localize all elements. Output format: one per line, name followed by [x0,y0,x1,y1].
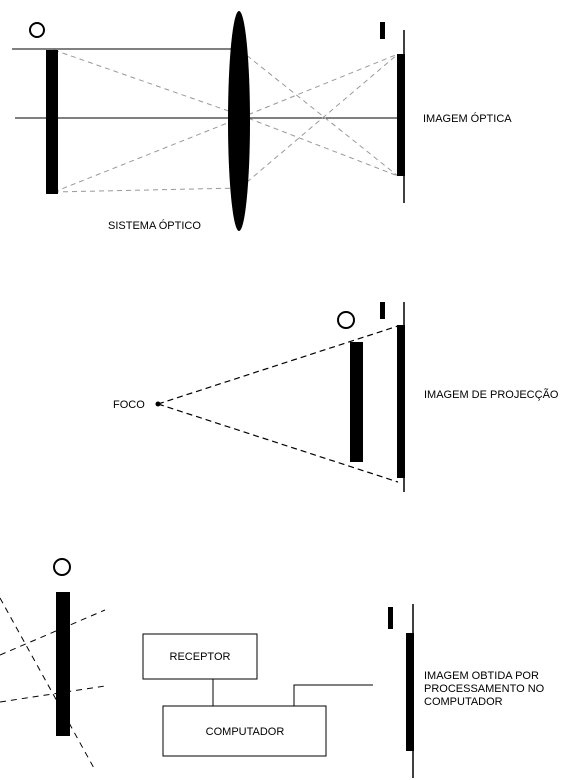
object-bar [56,592,70,736]
light-rays [53,49,399,193]
computer-box [162,705,327,757]
projection-rays [157,325,399,483]
scan-lines [0,597,106,771]
object-marker-circle [53,558,71,576]
computed-image-label: IMAGEM OBTIDA POR PROCESSAMENTO NO COMPU… [424,670,547,708]
panel-projection-image: FOCO IMAGEM DE PROJECÇÃO [113,302,559,492]
object-marker-circle [29,22,45,38]
computed-image-label-line-2: PROCESSAMENTO NO [424,683,545,695]
object-marker-circle [337,311,355,329]
image-marker-mark [380,302,385,319]
focus-point [155,401,161,407]
lens-shape [228,11,250,231]
panel-computed-image: RECEPTOR COMPUTADOR IMAGEM OBTIDA POR PR… [0,558,547,778]
optical-image-bar [397,54,405,176]
computed-image-bar [406,633,414,751]
object-bar [350,342,363,462]
computer-output-link [293,684,373,706]
receptor-label: RECEPTOR [170,651,231,663]
optical-image-label: IMAGEM ÓPTICA [423,112,512,125]
focus-label: FOCO [113,399,145,411]
object-bar [46,50,58,194]
image-marker-mark [380,22,385,39]
projection-image-label: IMAGEM DE PROJECÇÃO [424,388,559,401]
panel-optical-image: SISTEMA ÓPTICO IMAGEM ÓPTICA [12,11,512,232]
computed-image-label-line-1: IMAGEM OBTIDA POR [424,670,539,682]
receptor-box [142,633,258,680]
projection-image-bar [397,325,405,478]
computed-image-label-line-3: COMPUTADOR [424,696,503,708]
computer-label: COMPUTADOR [206,726,285,738]
image-marker-mark [388,607,393,629]
lens-label: SISTEMA ÓPTICO [108,219,201,232]
